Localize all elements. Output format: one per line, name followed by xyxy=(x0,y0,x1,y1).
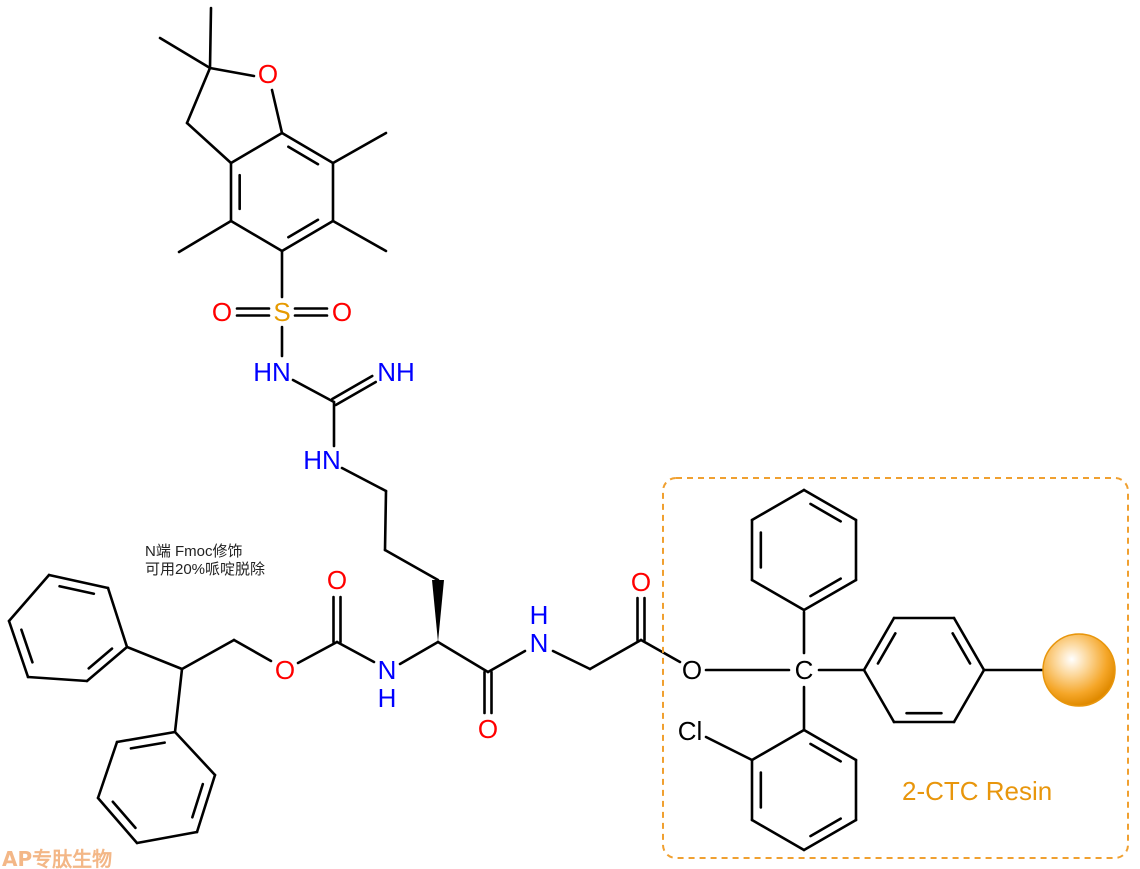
bond xyxy=(96,796,139,845)
bond xyxy=(129,741,166,750)
bond xyxy=(639,638,682,664)
atom-sulfur: S xyxy=(273,297,290,327)
bond xyxy=(191,782,205,819)
bond xyxy=(296,640,339,665)
atom-ester-carbonyl-oxygen: O xyxy=(631,567,651,597)
bond xyxy=(340,466,388,493)
bond xyxy=(331,219,388,253)
bond xyxy=(809,577,842,598)
bond xyxy=(20,628,34,664)
fmoc-note-line2: 可用20%哌啶脱除 xyxy=(145,561,265,578)
bond xyxy=(47,573,110,590)
bond xyxy=(750,728,806,762)
bond xyxy=(951,632,972,665)
bond xyxy=(7,619,30,679)
bond xyxy=(334,380,378,407)
resin-bead-icon xyxy=(1042,633,1116,707)
bond xyxy=(486,649,527,674)
bond xyxy=(96,740,119,800)
bond xyxy=(551,649,592,671)
bond xyxy=(436,640,490,674)
atom-alpha-nitrogen-h: H xyxy=(378,683,397,713)
bond xyxy=(750,818,806,852)
bond xyxy=(280,219,335,253)
bond xyxy=(180,638,236,671)
bond xyxy=(177,219,233,254)
bond xyxy=(173,730,217,777)
bond xyxy=(862,616,896,672)
bond xyxy=(291,378,336,404)
wedge-bond xyxy=(432,580,444,642)
bond xyxy=(85,645,129,683)
bond xyxy=(704,735,754,762)
bond xyxy=(229,219,284,253)
atom-trityl-carbon: C xyxy=(795,655,814,685)
bond xyxy=(115,730,177,744)
bond xyxy=(330,374,374,401)
bonds xyxy=(7,6,1045,852)
atom-chlorine: Cl xyxy=(678,716,703,746)
bond xyxy=(876,632,897,665)
bond xyxy=(106,586,129,649)
bond xyxy=(58,584,96,596)
atom-sulfonamide-nh: HN xyxy=(253,357,291,387)
bond xyxy=(383,489,388,552)
atom-amide-nitrogen: N xyxy=(530,628,549,658)
bond xyxy=(135,830,199,845)
bond xyxy=(7,573,51,623)
bond xyxy=(87,647,114,670)
bond xyxy=(383,548,440,582)
atom-imine-nh: NH xyxy=(377,357,415,387)
bond xyxy=(158,36,212,70)
bond xyxy=(952,668,986,724)
atom-guanidine-nh: HN xyxy=(303,445,341,475)
atom-carbamate-carbonyl-oxygen: O xyxy=(327,565,347,595)
atom-amide-oxygen: O xyxy=(478,714,498,744)
bond xyxy=(270,88,284,135)
watermark-logo: AP专肽生物 xyxy=(2,847,112,869)
bond xyxy=(952,616,986,672)
bond xyxy=(208,66,256,78)
bond xyxy=(111,800,137,830)
bond xyxy=(208,6,213,70)
bond xyxy=(280,131,335,165)
bond xyxy=(331,131,388,165)
bond xyxy=(185,121,233,165)
bond xyxy=(173,667,184,734)
bond xyxy=(185,66,212,125)
bond xyxy=(809,502,842,523)
bond xyxy=(809,817,842,838)
atom-sulfonyl-oxygen-left: O xyxy=(212,297,232,327)
bond xyxy=(195,773,217,834)
resin-label: 2-CTC Resin xyxy=(902,776,1052,806)
bond xyxy=(862,668,896,724)
bond xyxy=(398,640,440,666)
atom-ester-oxygen: O xyxy=(682,655,702,685)
fmoc-note-line1: N端 Fmoc修饰 xyxy=(145,543,243,560)
bond xyxy=(588,638,643,671)
bond xyxy=(125,645,184,671)
bond xyxy=(229,131,284,165)
bond xyxy=(232,638,273,663)
bond xyxy=(802,818,858,852)
atom-amide-nitrogen-h: H xyxy=(530,600,549,630)
bond xyxy=(750,488,806,522)
bond xyxy=(750,578,806,612)
bond xyxy=(287,145,320,166)
bond xyxy=(287,218,320,239)
bond xyxy=(809,742,842,763)
bond xyxy=(802,488,858,522)
bond xyxy=(335,640,376,664)
bond xyxy=(802,728,858,762)
atom-sulfonyl-oxygen-right: O xyxy=(332,297,352,327)
bond xyxy=(26,675,89,683)
bond xyxy=(802,578,858,612)
atom-alpha-nitrogen: N xyxy=(378,655,397,685)
atom-carbamate-ester-oxygen: O xyxy=(275,655,295,685)
atom-furan-oxygen: O xyxy=(258,59,278,89)
